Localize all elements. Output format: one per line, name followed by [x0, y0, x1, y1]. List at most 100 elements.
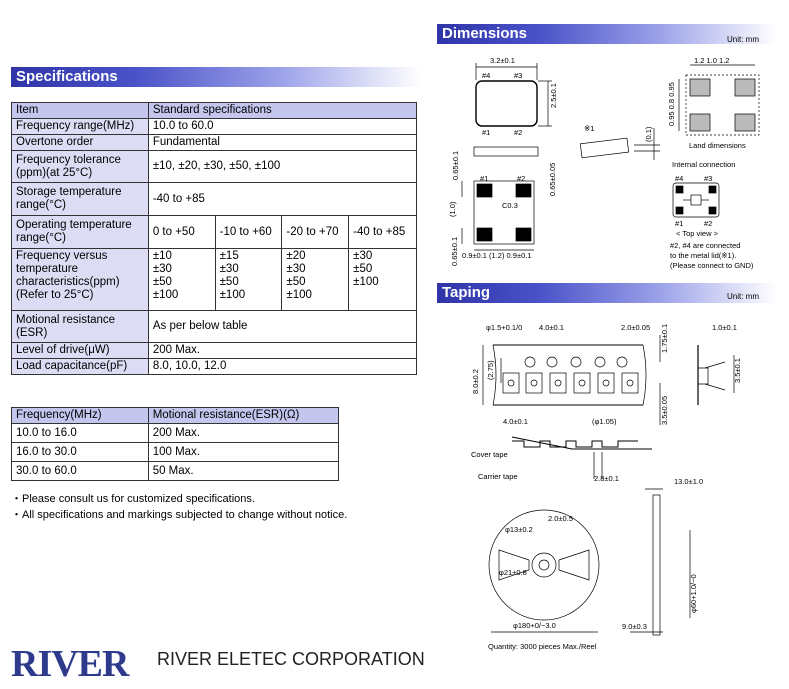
cell: 10.0 to 16.0: [11, 423, 149, 443]
river-logo: RIVER: [11, 643, 129, 685]
chamfer-label: C0.3: [502, 201, 518, 210]
value-line: ±100: [219, 289, 246, 301]
table-row: Storage temperature range(°C) -40 to +85: [11, 182, 418, 216]
esr-table: Frequency(MHz) Motional resistance(ESR)(…: [11, 407, 340, 481]
land-2: [734, 78, 756, 97]
row-value: Fundamental: [147, 134, 418, 151]
note-mark: ※1: [584, 124, 594, 133]
table-row: Frequency versus temperature characteris…: [11, 248, 417, 311]
value-line: ±50: [286, 276, 306, 288]
internal-pad-4: #4: [675, 174, 683, 183]
row-value: As per below table: [147, 310, 418, 343]
header-esr: Motional resistance(ESR)(Ω): [147, 407, 340, 424]
tape-hole: φ1.5+0.1/0: [486, 323, 522, 332]
top-view-label: < Top view >: [676, 229, 719, 238]
pad-4: [476, 227, 493, 242]
value-line: ±30: [219, 263, 239, 275]
reel-hub: [531, 552, 557, 578]
row-value: 0 to +50: [147, 215, 216, 249]
pad-label-2b: #2: [517, 174, 525, 183]
tape-pitch: 4.0±0.1: [539, 323, 564, 332]
row-value: ±10, ±20, ±30, ±50, ±100: [147, 150, 418, 183]
reel-width: 13.0±1.0: [674, 477, 703, 486]
reel-hub-dia: φ60+1.0/−0: [689, 574, 698, 613]
value-line: ±10: [152, 250, 172, 262]
carrier-tape-label: Carrier tape: [478, 472, 518, 481]
label-line: Frequency tolerance: [16, 153, 121, 166]
reel-hub-label: φ13±0.2: [505, 525, 533, 534]
land-1: [689, 78, 711, 97]
note-line: ・All specifications and markings subject…: [11, 509, 348, 521]
value-line: ±30: [152, 263, 172, 275]
row-value: ±10 ±30 ±50 ±100: [147, 248, 216, 311]
value-line: ±100: [286, 289, 312, 301]
tape-w: 8.0±0.2: [471, 369, 480, 394]
row-label: Operating temperature range(°C): [11, 215, 149, 249]
table-row: Motional resistance (ESR) As per below t…: [11, 310, 418, 343]
row-value: 200 Max.: [147, 342, 418, 359]
reel-quantity: Quantity: 3000 pieces Max./Reel: [488, 642, 597, 651]
value-line: ±50: [219, 276, 239, 288]
row-value: 8.0, 10.0, 12.0: [147, 358, 418, 375]
reel-side: [652, 494, 661, 636]
notes: ・Please consult us for customized specif…: [11, 491, 347, 523]
value-line: ±50: [353, 263, 373, 275]
package-top-outline: [475, 80, 538, 127]
value-line: ±100: [353, 276, 379, 288]
row-value: ±15 ±30 ±50 ±100: [214, 248, 283, 311]
label-line: Storage temperature: [16, 186, 122, 198]
value-line: ±30: [353, 250, 373, 262]
internal-pad-2: #2: [704, 219, 712, 228]
connect-note-2: to the metal lid(※1).: [670, 251, 736, 260]
label-line: (Refer to 25°C): [16, 289, 94, 301]
header-standard: Standard specifications: [147, 102, 418, 119]
internal-package: [672, 182, 720, 218]
label-line: characteristics(ppm): [16, 276, 120, 288]
table-row: Operating temperature range(°C) 0 to +50…: [11, 215, 417, 249]
label-line: (ESR): [16, 326, 48, 339]
land-4: [734, 113, 756, 132]
value-line: ±20: [286, 250, 306, 262]
table-row: Frequency range(MHz) 10.0 to 60.0: [11, 118, 418, 135]
reel-outer: [488, 509, 600, 621]
cell: 16.0 to 30.0: [11, 442, 149, 462]
reel-window-left: [498, 549, 530, 581]
dim-thickness: (0.1): [644, 126, 653, 142]
reel-flange: 9.0±0.3: [622, 622, 647, 631]
row-label: Overtone order: [11, 134, 149, 151]
header-frequency: Frequency(MHz): [11, 407, 149, 424]
table-row: Level of drive(μW) 200 Max.: [11, 342, 418, 359]
reel-inner: φ21±0.8: [499, 568, 527, 577]
table-header-row: Frequency(MHz) Motional resistance(ESR)(…: [11, 407, 340, 424]
pad-label-1b: #1: [480, 174, 488, 183]
pad-label-1: #1: [482, 128, 490, 137]
dim-width: 3.2±0.1: [490, 56, 515, 65]
dimensions-drawing: 3.2±0.1 2.5±0.1 #4 #3 #1 #2 ※1 (0.1) 0.6…: [448, 56, 760, 270]
pad-1: [476, 183, 493, 198]
internal-pad-1: #1: [675, 219, 683, 228]
label-line: Operating temperature: [16, 219, 132, 231]
row-label: Frequency versus temperature characteris…: [11, 248, 149, 311]
reel-window-right: [558, 549, 590, 581]
table-row: Load capacitance(pF) 8.0, 10.0, 12.0: [11, 358, 418, 375]
value-line: ±50: [152, 276, 172, 288]
pad-label-4b: #4: [480, 232, 488, 241]
row-label: Level of drive(μW): [11, 342, 149, 359]
land-side-dims: 0.95 0.8 0.95: [667, 82, 676, 126]
dim-bottom-h: 0.65±0.1: [450, 237, 459, 266]
cell: 30.0 to 60.0: [11, 461, 149, 481]
land-3: [689, 113, 711, 132]
company-name: RIVER ELETEC CORPORATION: [157, 649, 425, 669]
tape-hole2: (φ1.05): [592, 417, 617, 426]
row-value: -40 to +85: [147, 182, 418, 216]
row-label: Storage temperature range(°C): [11, 182, 149, 216]
pad-2: [515, 183, 532, 198]
dim-side-h1: 0.65±0.1: [451, 151, 460, 180]
dim-side-h2: 0.65±0.05: [548, 163, 557, 196]
table-row: 30.0 to 60.0 50 Max.: [11, 461, 340, 481]
label-line: Motional resistance: [16, 313, 116, 326]
value-line: ±15: [219, 250, 239, 262]
label-line: (ppm)(at 25°C): [16, 166, 93, 179]
internal-title: Internal connection: [672, 160, 735, 169]
pad-label-3b: #3: [517, 232, 525, 241]
